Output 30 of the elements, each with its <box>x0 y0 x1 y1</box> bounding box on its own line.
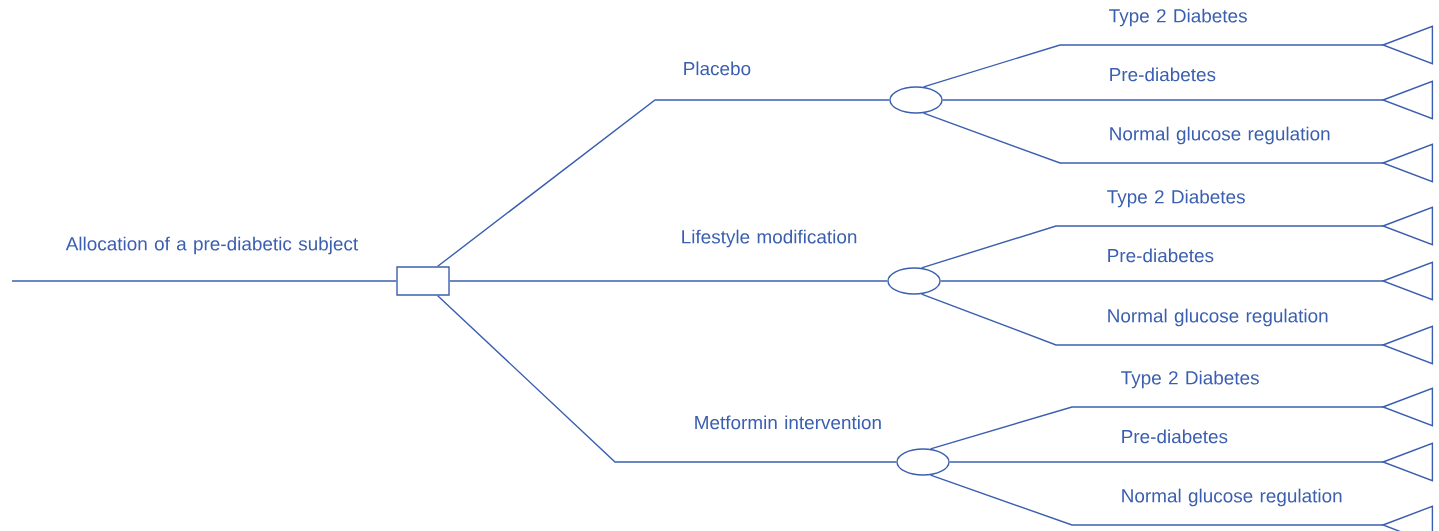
edge-label: Normal glucose regulation <box>1122 488 1342 507</box>
edge-label: Allocation of a pre-diabetic subject <box>65 236 359 255</box>
edge-label: Pre-diabetes <box>1122 429 1228 444</box>
edge-label: Metformin intervention <box>695 415 881 430</box>
branch-line <box>940 280 1384 282</box>
branch-line <box>922 44 1384 88</box>
chance-circle <box>887 267 941 295</box>
decision-box <box>396 266 450 296</box>
edge-label: Type 2 Diabetes <box>1109 8 1247 27</box>
branch-line <box>942 99 1384 101</box>
branch-line <box>949 461 1384 463</box>
branch-line <box>920 225 1384 269</box>
edge-label: Pre-diabetes <box>1108 248 1214 263</box>
edge-label: Type 2 Diabetes <box>1121 370 1259 389</box>
branch-line <box>437 99 890 267</box>
chance-circle <box>896 448 950 476</box>
branch-line <box>437 295 897 463</box>
branch-line <box>11 280 397 282</box>
chance-circle <box>889 86 943 114</box>
branch-line <box>920 293 1384 346</box>
branch-line <box>929 406 1384 450</box>
branch-line <box>449 280 888 282</box>
edge-label: Pre-diabetes <box>1110 67 1216 82</box>
edge-label: Normal glucose regulation <box>1108 308 1328 327</box>
edge-label: Type 2 Diabetes <box>1107 189 1245 208</box>
edge-label: Normal glucose regulation <box>1110 126 1330 145</box>
branch-line <box>929 474 1384 526</box>
edge-label: Lifestyle modification <box>682 229 857 248</box>
edge-label: Placebo <box>684 61 751 76</box>
branch-line <box>922 112 1384 164</box>
